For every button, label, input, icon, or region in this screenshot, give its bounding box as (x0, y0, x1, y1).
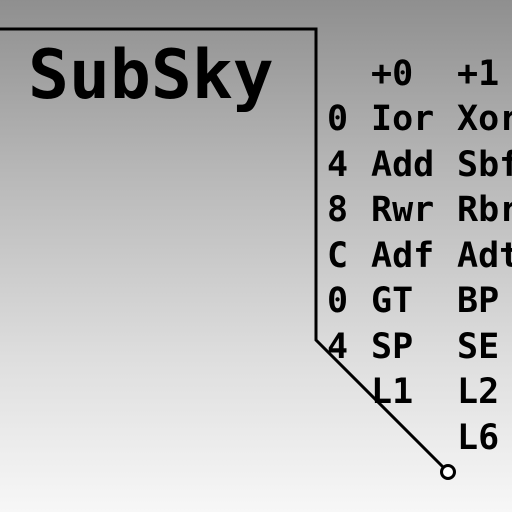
row-index: C (327, 235, 349, 276)
opcode-cell: Sbf (457, 144, 512, 185)
end-marker-icon (440, 464, 456, 480)
opcode-cell: Add (371, 144, 435, 185)
column-header: +0 (371, 54, 414, 94)
opcode-cell: L6 (457, 417, 500, 458)
opcode-cell: Rbr (457, 190, 512, 230)
opcode-cell: Adf (371, 235, 435, 276)
opcode-cell: BP (457, 281, 500, 321)
column-header: +1 (457, 54, 500, 94)
opcode-cell: GT (371, 281, 414, 321)
page-title: SubSky (28, 36, 274, 115)
opcode-cell: Xor (457, 99, 512, 139)
opcode-cell: Adt (457, 235, 512, 276)
opcode-cell: L2 (457, 372, 500, 412)
row-index: 4 (327, 144, 349, 185)
row-index: 0 (327, 99, 349, 139)
opcode-cell: Rwr (371, 190, 435, 230)
row-index: 8 (327, 190, 349, 230)
row-index: 0 (327, 281, 349, 321)
opcode-cell: Ior (371, 99, 435, 139)
opcode-cell: SE (457, 326, 500, 367)
opcode-cell: SP (371, 326, 414, 367)
frame-border (0, 27, 450, 474)
